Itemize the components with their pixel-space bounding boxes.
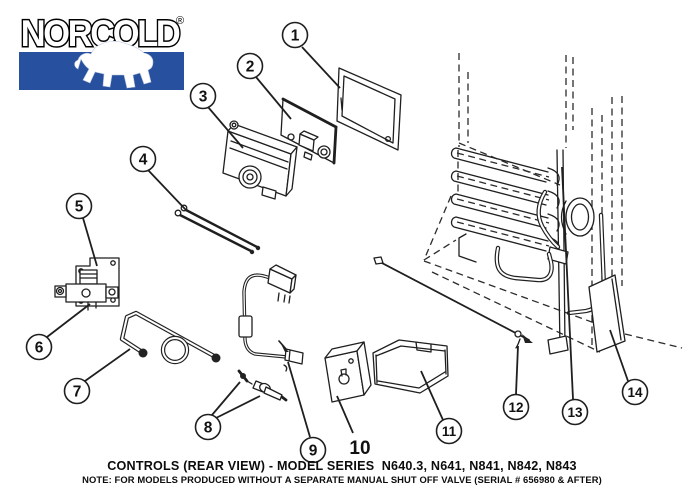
- callout-4: 4: [129, 145, 187, 211]
- leader-line: [336, 395, 354, 434]
- callout-circle: [63, 377, 91, 405]
- callout-circle: [435, 417, 463, 445]
- callout-circle: [281, 21, 309, 49]
- flue-burner-assembly: [458, 149, 595, 355]
- callout-14: 14: [609, 329, 649, 406]
- callout-5: 5: [65, 192, 98, 267]
- callout-circle: [65, 192, 93, 220]
- callout-circle: [502, 393, 530, 421]
- leader-line: [609, 329, 629, 382]
- callout-9: 9: [287, 361, 327, 464]
- leader-line: [515, 345, 519, 395]
- leader-line: [301, 46, 341, 89]
- callout-number: 4: [139, 152, 148, 169]
- part-12-thermocouple-lead: [373, 256, 533, 349]
- leader-line: [287, 361, 311, 438]
- callout-number: 5: [75, 199, 84, 216]
- callout-circle: [236, 52, 264, 80]
- callout-6: 6: [25, 303, 91, 361]
- callout-3: 3: [189, 82, 244, 149]
- part-7-gas-tube: [119, 310, 221, 365]
- callout-number: 11: [442, 424, 457, 439]
- norcold-logo: NORCOLD ®: [18, 8, 190, 94]
- callout-number: 6: [35, 340, 44, 357]
- leader-line: [215, 395, 261, 419]
- cabinet-dashed-outline: [423, 53, 683, 353]
- part-3-control-housing: [222, 120, 298, 200]
- logo-brand-text: NORCOLD: [21, 13, 180, 54]
- callout-number: 3: [199, 89, 208, 106]
- leader-line: [46, 303, 91, 338]
- leader-line: [82, 217, 98, 267]
- part-8-electrode-and-orifice: [237, 364, 288, 402]
- leader-line: [147, 169, 187, 211]
- callout-number: 9: [309, 443, 318, 460]
- callout-circle: [25, 333, 53, 361]
- leader-line: [84, 348, 131, 382]
- callout-circle: [129, 145, 157, 173]
- callout-10: 10: [336, 395, 371, 459]
- callout-number: 13: [567, 405, 583, 420]
- callout-number: 2: [246, 59, 255, 76]
- callout-circle: [621, 378, 649, 406]
- callout-circle: [194, 413, 222, 441]
- callout-2: 2: [236, 52, 292, 120]
- part-4-rods: [174, 204, 261, 255]
- leader-line: [561, 166, 574, 400]
- callout-number: 8: [204, 420, 213, 437]
- callout-7: 7: [63, 348, 131, 405]
- callout-8: 8: [194, 381, 261, 441]
- callout-1: 1: [281, 21, 341, 89]
- part-1-cover-frame: [336, 67, 402, 151]
- leader-line: [420, 370, 444, 421]
- callout-11: 11: [420, 370, 463, 445]
- callout-number: 14: [627, 385, 643, 400]
- registered-trademark: ®: [176, 15, 184, 27]
- callout-circle: [561, 398, 589, 426]
- callout-number: 12: [508, 400, 523, 415]
- caption-note: NOTE: FOR MODELS PRODUCED WITHOUT A SEPA…: [82, 474, 602, 485]
- caption-block: CONTROLS (REAR VIEW) - MODEL SERIES N640…: [0, 459, 684, 485]
- callout-12: 12: [502, 345, 530, 421]
- callout-13: 13: [561, 166, 589, 426]
- part-5-6-gas-valve-assembly: [54, 257, 120, 311]
- part-10-bracket: [324, 341, 372, 403]
- part-9-power-cord: [238, 264, 304, 365]
- part-11-cover-tray: [372, 339, 449, 394]
- polar-bear-icon: [74, 41, 154, 89]
- callout-circle: [189, 82, 217, 110]
- part-14-side-panel: [588, 274, 626, 353]
- callout-number: 1: [291, 28, 300, 45]
- leader-line: [255, 76, 292, 120]
- leader-line: [207, 106, 244, 149]
- part-2-circuit-board: [280, 97, 338, 165]
- leader-line: [211, 381, 241, 416]
- caption-title: CONTROLS (REAR VIEW) - MODEL SERIES N640…: [107, 459, 577, 473]
- callout-number: 7: [73, 384, 82, 401]
- callout-number: 10: [349, 438, 370, 459]
- callout-circle: [299, 436, 327, 464]
